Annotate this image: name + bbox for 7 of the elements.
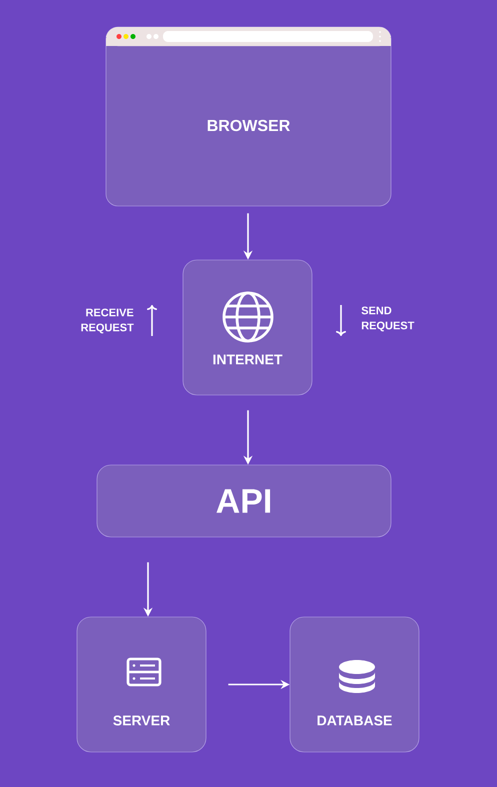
- api-box: API: [96, 464, 392, 538]
- side-label: SEND REQUEST: [362, 306, 414, 332]
- process-box: INTERNET: [182, 260, 312, 396]
- process-box: DATABASE: [290, 616, 420, 752]
- browser-window: BROWSER: [106, 26, 392, 206]
- side-label: RECEIVE REQUEST: [81, 308, 134, 334]
- process-box: SERVER: [76, 616, 206, 752]
